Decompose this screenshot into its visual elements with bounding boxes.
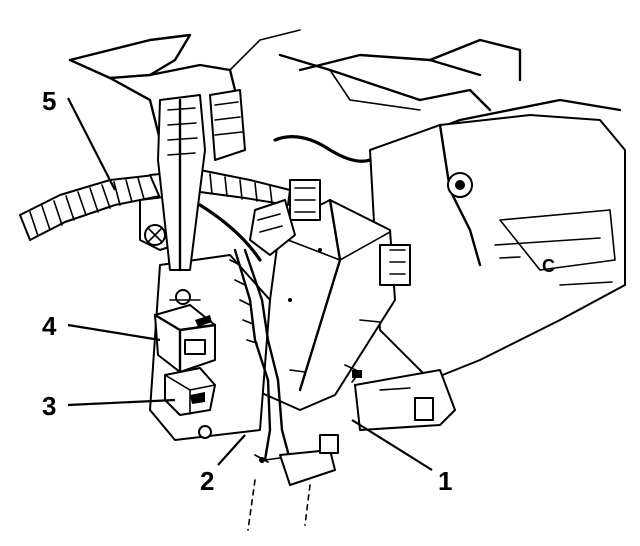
leader-lines: [67, 97, 433, 531]
connector-column: [157, 89, 246, 272]
leader-line-3: [67, 398, 176, 407]
housing-letter: C: [542, 256, 555, 276]
right-housing: C: [369, 114, 626, 381]
center-connector: [249, 135, 372, 256]
lower-pigtail: [254, 434, 339, 486]
relay-4: [153, 304, 217, 374]
callout-labels: 5 4 3 2 1: [42, 86, 452, 496]
leader-line-5: [67, 97, 116, 191]
callout-3: 3: [42, 391, 56, 421]
leader-line-4: [67, 323, 161, 342]
lower-bracket: [354, 369, 456, 431]
module-1: [254, 198, 411, 411]
leader-line-1: [351, 419, 433, 471]
callout-4: 4: [42, 311, 57, 341]
upper-dash-frame: [68, 29, 622, 147]
callout-2: 2: [200, 466, 214, 496]
callout-5: 5: [42, 86, 56, 116]
leader-line-2: [217, 434, 246, 466]
relay-3: [164, 367, 216, 416]
callout-1: 1: [438, 466, 452, 496]
